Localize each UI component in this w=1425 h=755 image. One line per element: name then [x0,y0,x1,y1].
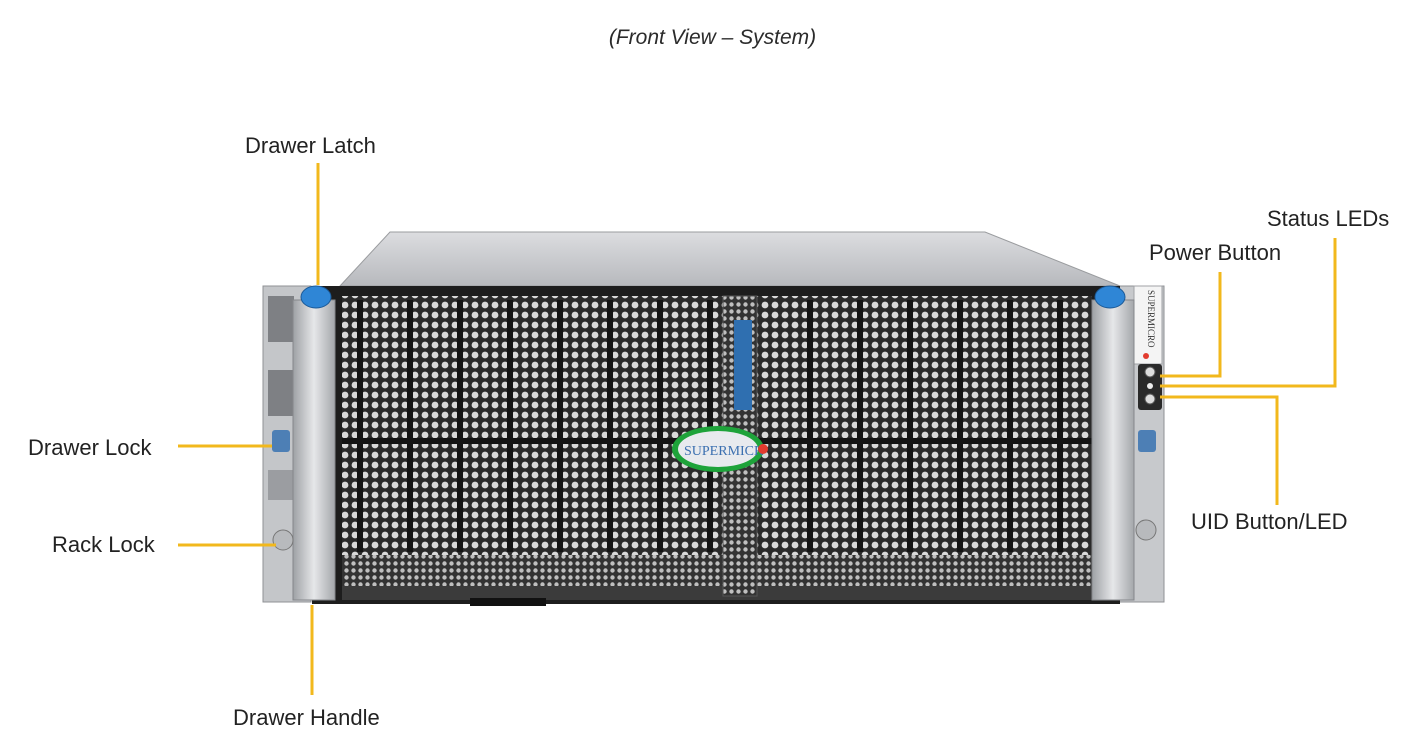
drive-bay-divider [957,300,963,552]
callout-status-leds: Status LEDs [1267,206,1390,231]
drive-bay-divider [857,300,863,552]
supermicro-logo-badge: SUPERMICR [672,426,768,472]
drive-bay-divider [657,300,663,552]
callout-rack-lock: Rack Lock [52,532,155,557]
callout-line-uid [1160,395,1279,505]
callout-uid-button-led: UID Button/LED [1191,509,1348,534]
side-led-icon [1143,353,1149,359]
drive-bay-divider [1007,300,1013,552]
drive-bay-divider [707,300,713,552]
side-brand-text: SUPERMICRO [1146,290,1156,348]
drive-bay-divider [807,300,813,552]
callout-lines [178,163,1337,695]
callout-power-button: Power Button [1149,240,1282,265]
drive-bay-divider [457,300,463,552]
uid-button-icon [1144,393,1156,405]
drive-bay-divider [507,300,513,552]
drive-bay-divider [357,300,363,552]
chassis-top [338,231,1121,287]
callout-line-power-button [1160,272,1222,378]
callout-line-status-leds [1160,238,1337,388]
drive-bay-divider [907,300,913,552]
drive-bay-divider [557,300,563,552]
callout-drawer-latch: Drawer Latch [245,133,376,158]
left-drawer-latch [300,285,332,309]
callout-drawer-handle: Drawer Handle [233,705,380,730]
status-led-icon [1147,383,1153,389]
figure-caption: (Front View – System) [608,26,817,49]
drive-bay-divider [607,300,613,552]
callout-drawer-lock: Drawer Lock [28,435,152,460]
left-drawer-handle-rail [272,299,336,601]
right-drawer-handle-rail [1091,299,1157,601]
drive-bay-divider [1057,300,1063,552]
power-button-icon [1144,366,1156,378]
badge-brand-text: SUPERMICR [684,444,764,459]
right-drawer-latch [1094,285,1126,309]
drive-bay-divider [407,300,413,552]
